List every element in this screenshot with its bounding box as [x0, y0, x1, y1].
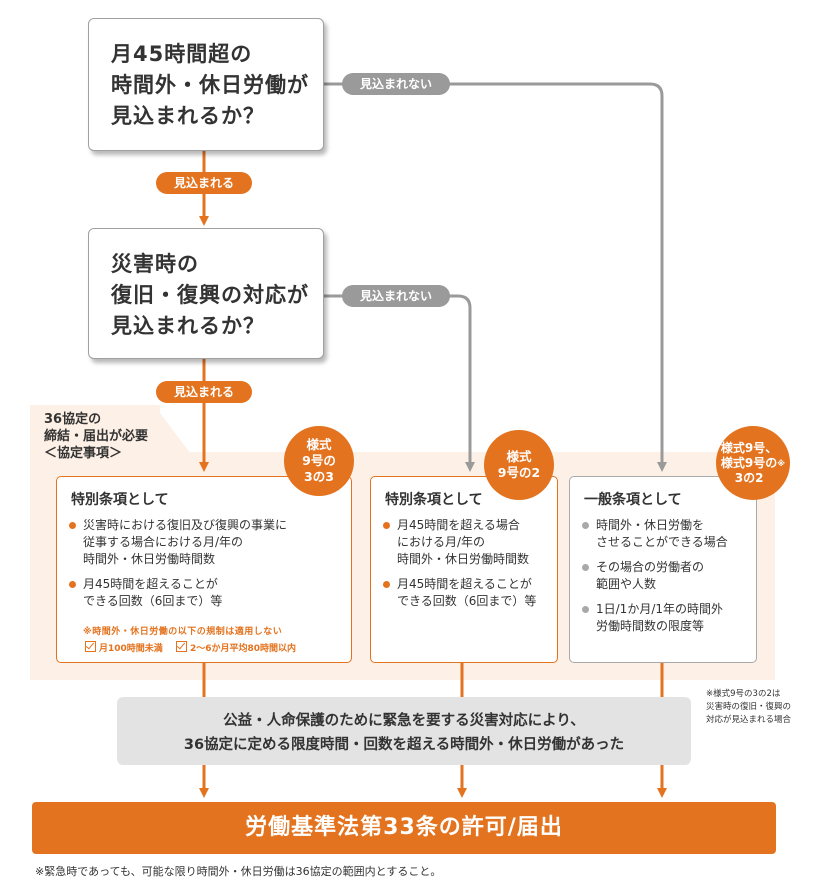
list-item: 災害時における復旧及び復興の事業に 従事する場合における月/年の 時間外・休日労… — [69, 517, 345, 568]
bullet-icon — [69, 581, 76, 588]
column-special-disaster: 特別条項として 災害時における復旧及び復興の事業に 従事する場合における月/年の… — [56, 476, 352, 663]
checkbox-icon — [175, 641, 187, 652]
list-item: 1日/1か月/1年の時間外 労働時間数の限度等 — [582, 601, 750, 635]
column-1-list: 災害時における復旧及び復興の事業に 従事する場合における月/年の 時間外・休日労… — [69, 517, 345, 618]
column-3-list: 時間外・休日労働を させることができる場合 その場合の労働者の 範囲や人数 1日… — [582, 517, 750, 643]
label-no-2: 見込まれない — [342, 285, 450, 307]
column-special-general: 特別条項として 月45時間を超える場合 における月/年の 時間外・休日労働時間数… — [370, 476, 558, 663]
mid-box-text: 公益・人命保護のために緊急を要する災害対応により、 36協定に定める限度時間・回… — [183, 713, 625, 753]
side-note: ※様式9号の3の2は 災害時の復旧・復興の 対応が見込まれる場合 — [706, 689, 792, 725]
article-33-bar: 労働基準法第33条の許可/届出 — [32, 802, 776, 854]
disaster-overtime-box: 公益・人命保護のために緊急を要する災害対応により、 36協定に定める限度時間・回… — [117, 697, 691, 765]
bullet-icon — [383, 522, 390, 529]
form-badge-2: 様式 9号の2 — [484, 430, 554, 500]
footnote: ※緊急時であっても、可能な限り時間外・休日労働は36協定の範囲内とすること。 — [35, 865, 442, 878]
panel-tab-slope — [154, 405, 190, 453]
bullet-icon — [582, 522, 589, 529]
question-box-2: 災害時の 復旧・復興の対応が 見込まれるか？ — [88, 228, 324, 359]
arrow-q2-no — [323, 294, 475, 472]
column-1-checks: 月100時間未満 2〜6か月平均80時間以内 — [85, 641, 306, 654]
label-yes-1: 見込まれる — [156, 172, 252, 194]
form-badge-1: 様式 9号の 3の3 — [284, 426, 354, 496]
list-item: 月45時間を超えることが できる回数（6回まで）等 — [383, 576, 551, 610]
list-item: その場合の労働者の 範囲や人数 — [582, 559, 750, 593]
column-2-list: 月45時間を超える場合 における月/年の 時間外・休日労働時間数 月45時間を超… — [383, 517, 551, 618]
column-2-heading: 特別条項として — [385, 492, 483, 508]
label-no-1: 見込まれない — [342, 73, 450, 95]
check-item: 月100時間未満 — [85, 641, 163, 654]
checkbox-icon — [85, 641, 96, 652]
bullet-icon — [69, 522, 76, 529]
column-3-heading: 一般条項として — [584, 492, 682, 508]
column-general: 一般条項として 時間外・休日労働を させることができる場合 その場合の労働者の … — [569, 476, 757, 663]
list-item: 月45時間を超えることが できる回数（6回まで）等 — [69, 576, 345, 610]
column-1-heading: 特別条項として — [71, 492, 169, 508]
column-1-note: ※時間外・休日労働の以下の規制は適用しない — [83, 627, 283, 637]
question-box-1: 月45時間超の 時間外・休日労働が 見込まれるか？ — [88, 18, 324, 151]
arrow-q1-no — [323, 82, 667, 472]
question-1-text: 月45時間超の 時間外・休日労働が 見込まれるか？ — [111, 42, 309, 128]
check-item: 2〜6か月平均80時間以内 — [175, 641, 296, 654]
bullet-icon — [383, 581, 390, 588]
list-item: 月45時間を超える場合 における月/年の 時間外・休日労働時間数 — [383, 517, 551, 568]
panel-tab — [30, 405, 160, 455]
bullet-icon — [582, 606, 589, 613]
question-2-text: 災害時の 復旧・復興の対応が 見込まれるか？ — [111, 252, 309, 338]
label-yes-2: 見込まれる — [156, 381, 252, 403]
panel-label: 36協定の 締結・届出が必要 ＜協定事項＞ — [44, 412, 149, 461]
form-badge-3: 様式9号、 様式9号の 3の2※ — [716, 426, 790, 500]
list-item: 時間外・休日労働を させることができる場合 — [582, 517, 750, 551]
bullet-icon — [582, 564, 589, 571]
